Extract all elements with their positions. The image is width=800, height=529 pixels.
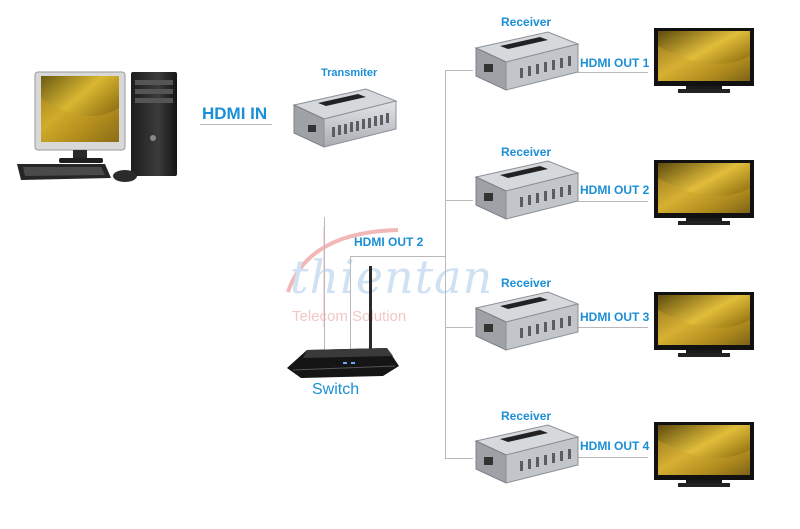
- computer: [15, 68, 185, 188]
- tv-2: [652, 158, 756, 228]
- bus-branch-2: [445, 200, 473, 201]
- bus-branch-1: [445, 70, 473, 71]
- router-icon: [287, 266, 399, 378]
- extender-box-icon: [474, 31, 580, 91]
- receiver-4-label: Receiver: [501, 409, 552, 423]
- hdmi-out-3-label: HDMI OUT 3: [580, 310, 650, 324]
- extender-box-icon: [292, 88, 398, 148]
- hdmi-in-underline: [200, 124, 272, 125]
- transmitter-label: Transmiter: [321, 67, 378, 79]
- bus-branch-4: [445, 458, 473, 459]
- extender-box-icon: [474, 424, 580, 484]
- receiver-2-device: [470, 155, 582, 225]
- switch-link-horizontal: [350, 256, 446, 257]
- tv-icon: [654, 292, 754, 357]
- out4-underline: [578, 457, 648, 458]
- tv-icon: [654, 422, 754, 487]
- tv-3: [652, 290, 756, 360]
- receiver-2-label: Receiver: [501, 145, 552, 159]
- switch-out-label: HDMI OUT 2: [354, 235, 424, 249]
- out1-underline: [578, 72, 648, 73]
- out3-underline: [578, 327, 648, 328]
- hdmi-out-1-label: HDMI OUT 1: [580, 56, 650, 70]
- watermark-brand: thientan: [290, 250, 494, 304]
- tv-icon: [654, 28, 754, 93]
- receiver-4-device: [470, 419, 582, 489]
- switch-device: [283, 262, 403, 382]
- receiver-1-label: Receiver: [501, 15, 552, 29]
- hdmi-out-2-label: HDMI OUT 2: [580, 183, 650, 197]
- tx-vertical: [324, 217, 325, 352]
- switch-link-vertical: [350, 256, 351, 352]
- watermark: thientan Telecom Solution: [278, 222, 492, 332]
- tv-4: [652, 420, 756, 490]
- bus-vertical: [445, 70, 446, 458]
- computer-icon: [17, 71, 177, 182]
- bus-branch-3: [445, 327, 473, 328]
- receiver-3-label: Receiver: [501, 276, 552, 290]
- extender-box-icon: [474, 160, 580, 220]
- out2-underline: [578, 201, 648, 202]
- switch-label: Switch: [312, 381, 360, 398]
- transmitter-device: [288, 83, 400, 153]
- hdmi-out-4-label: HDMI OUT 4: [580, 439, 650, 453]
- watermark-tagline: Telecom Solution: [292, 308, 407, 325]
- receiver-3-device: [470, 286, 582, 356]
- tv-1: [652, 26, 756, 96]
- extender-box-icon: [474, 291, 580, 351]
- tv-icon: [654, 160, 754, 225]
- receiver-1-device: [470, 26, 582, 96]
- hdmi-in-label: HDMI IN: [202, 104, 268, 123]
